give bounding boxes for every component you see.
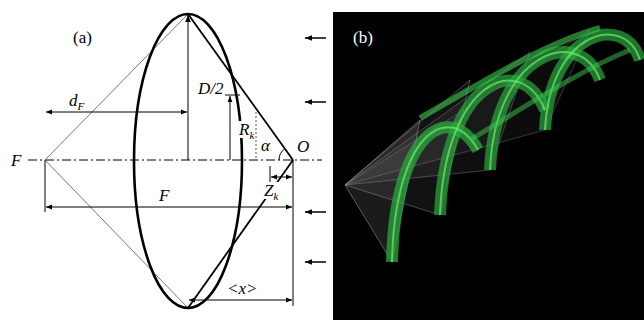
optical-axis [28,160,322,161]
dimension-label: dF [68,92,85,109]
light-arrow [305,261,326,263]
extension-line [45,160,46,212]
dimension-label: Zk [263,182,279,199]
light-arrow [305,211,326,213]
dimension-label: F [158,187,170,204]
dimension-arrow [46,112,187,113]
focus-ray [45,160,188,308]
dimension-label: <x> [226,280,259,297]
panel-label: (b) [352,29,374,46]
dimension-label: D/2 [197,80,225,97]
cone-line [188,160,293,308]
focus-ray [45,14,188,160]
render-panel [333,12,644,320]
symbol-base: R [239,120,249,139]
panel-label: (a) [72,29,93,46]
dimension-arrow [230,96,231,160]
guide-line [256,112,257,158]
tick-line [222,95,240,96]
angle-label: α [260,137,271,154]
dimension-arrow [271,177,292,178]
lens-shell-render [392,28,640,262]
extension-line [293,160,294,306]
symbol-subscript: F [78,100,85,112]
cone-render [345,30,590,262]
symbol-subscript: k [249,129,254,141]
light-arrow [305,37,326,39]
point-label: O [296,138,310,155]
symbol-base: d [69,91,78,110]
lens-ellipse [134,14,242,308]
dimension-arrow [188,15,189,160]
dimension-arrow [46,207,292,208]
dimension-label: Rk [238,121,255,138]
symbol-base: Z [264,181,273,200]
cone-line [188,14,293,160]
angle-arc [279,149,285,160]
focus-label: F [10,152,22,169]
dimension-arrow [189,300,292,301]
light-arrow [305,101,326,103]
symbol-subscript: k [273,190,278,202]
